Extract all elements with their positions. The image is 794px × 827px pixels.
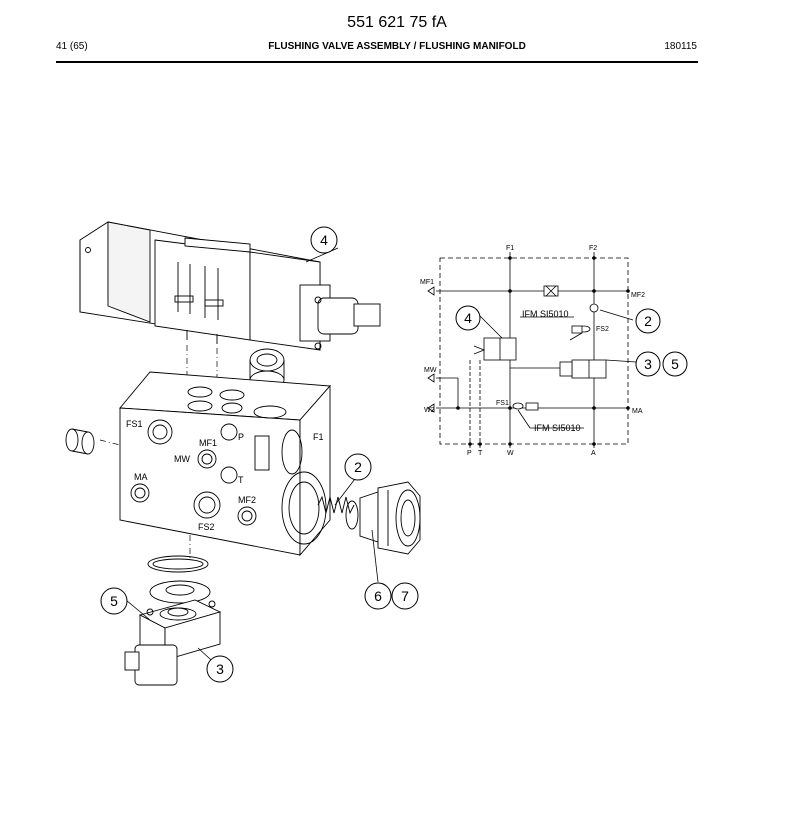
schematic-port-w: W (507, 450, 514, 457)
hydraulic-schematic (427, 252, 637, 448)
schematic-port-mw: MW (424, 367, 437, 374)
sensor-label-bottom: IFM SI5010 (534, 423, 581, 433)
schematic-port-fs1: FS1 (496, 400, 509, 407)
schematic-port-mf1: MF1 (420, 279, 434, 286)
port-label-f1: F1 (313, 432, 324, 442)
page-title: FLUSHING VALVE ASSEMBLY / FLUSHING MANIF… (268, 41, 526, 52)
schematic-port-t: T (478, 450, 483, 457)
manifold-port-labels: FS1 P MF1 F1 MW T MA MF2 FS2 (126, 419, 324, 532)
schematic-port-labels: F1 F2 MF1 MF2 FS2 MW W2 FS1 MA P T W A (420, 245, 645, 457)
callout-circle (206, 655, 234, 683)
lower-valve-drawing (124, 599, 222, 686)
schematic-callout-4: 4 (464, 310, 472, 326)
port-label-p: P (238, 432, 244, 442)
schematic-sensor-labels: IFM SI5010 IFM SI5010 (522, 309, 581, 433)
callout-circle (310, 226, 338, 254)
solenoid-valve-drawing (79, 221, 381, 351)
callout-circle (635, 308, 661, 334)
callout-3: 3 (216, 661, 224, 677)
page-reference: 41 (65) (56, 41, 88, 52)
schematic-port-a: A (591, 450, 596, 457)
schematic-port-ma: MA (632, 408, 643, 415)
schematic-port-w2: W2 (424, 407, 435, 414)
schematic-callouts: 4 2 3 5 (455, 305, 688, 377)
callout-4: 4 (320, 232, 328, 248)
schematic-callout-5: 5 (671, 356, 679, 372)
port-label-mf1: MF1 (199, 438, 217, 448)
callout-2: 2 (354, 459, 362, 475)
port-label-mw: MW (174, 454, 190, 464)
header-rule (56, 61, 698, 63)
callout-circle (100, 587, 128, 615)
port-label-fs1: FS1 (126, 419, 143, 429)
schematic-port-mf2: MF2 (631, 292, 645, 299)
spring-cartridge-drawing (317, 481, 421, 555)
schematic-callout-3: 3 (644, 356, 652, 372)
callout-6: 6 (374, 588, 382, 604)
callout-circle (662, 351, 688, 377)
document-date: 180115 (664, 41, 697, 52)
schematic-port-p: P (467, 450, 472, 457)
exploded-callouts: 4 2 6 7 5 3 (100, 226, 419, 683)
port-label-mf2: MF2 (238, 495, 256, 505)
schematic-boundary (439, 257, 629, 445)
callout-circle (391, 582, 419, 610)
side-plug-drawing (65, 428, 95, 455)
document-number: 551 621 75 fA (347, 14, 447, 31)
callout-5: 5 (110, 593, 118, 609)
manifold-block-drawing (119, 371, 331, 557)
callout-7: 7 (401, 588, 409, 604)
exploded-view (65, 221, 421, 686)
schematic-port-f2: F2 (589, 245, 597, 252)
port-label-ma: MA (134, 472, 148, 482)
schematic-callout-2: 2 (644, 313, 652, 329)
seal-rings-drawing (147, 555, 211, 604)
port-label-fs2: FS2 (198, 522, 215, 532)
port-label-t: T (238, 475, 244, 485)
sensor-label-top: IFM SI5010 (522, 309, 569, 319)
schematic-port-f1: F1 (506, 245, 514, 252)
callout-circle (364, 582, 392, 610)
schematic-port-fs2: FS2 (596, 326, 609, 333)
callout-circle (344, 453, 372, 481)
callout-circle (635, 351, 661, 377)
callout-circle (455, 305, 481, 331)
